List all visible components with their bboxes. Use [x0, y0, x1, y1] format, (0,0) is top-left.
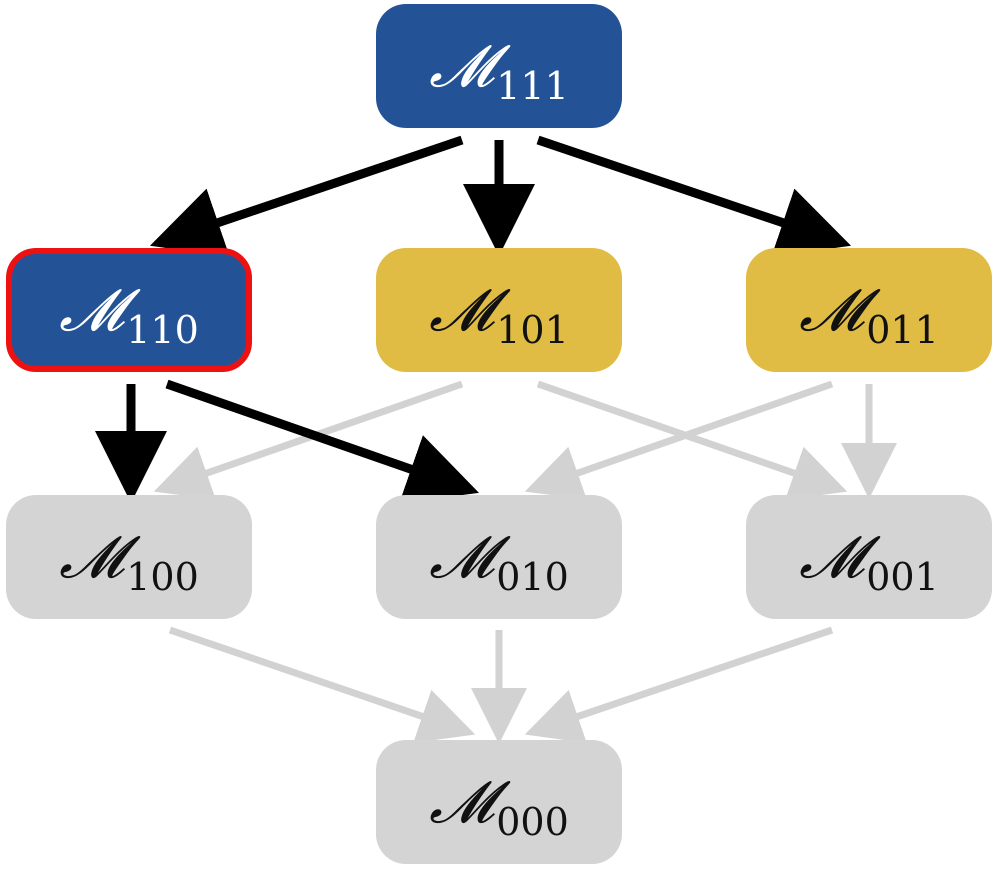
model-subscript: 001 [866, 555, 939, 599]
edge-110-to-010 [165, 379, 479, 504]
model-symbol: 𝓜 [799, 276, 865, 344]
model-subscript: 101 [496, 308, 569, 352]
edge-001-to-000 [524, 626, 834, 743]
model-subscript: 000 [496, 800, 569, 844]
model-symbol: 𝓜 [429, 276, 495, 344]
model-symbol: 𝓜 [799, 523, 865, 591]
edge-100-to-000 [168, 626, 476, 743]
model-subscript: 100 [126, 555, 199, 599]
model-symbol: 𝓜 [429, 768, 495, 836]
model-symbol: 𝓜 [59, 523, 125, 591]
model-subscript: 011 [866, 308, 939, 352]
model-symbol: 𝓜 [429, 523, 495, 591]
model-symbol: 𝓜 [59, 276, 125, 344]
model-subscript: 110 [126, 308, 199, 352]
model-symbol: 𝓜 [429, 32, 495, 100]
edge-111-to-011 [536, 135, 852, 257]
edge-111-to-110 [149, 135, 464, 257]
model-subscript: 111 [496, 64, 569, 108]
model-subscript: 010 [496, 555, 569, 599]
edge-011-to-010 [524, 380, 834, 500]
